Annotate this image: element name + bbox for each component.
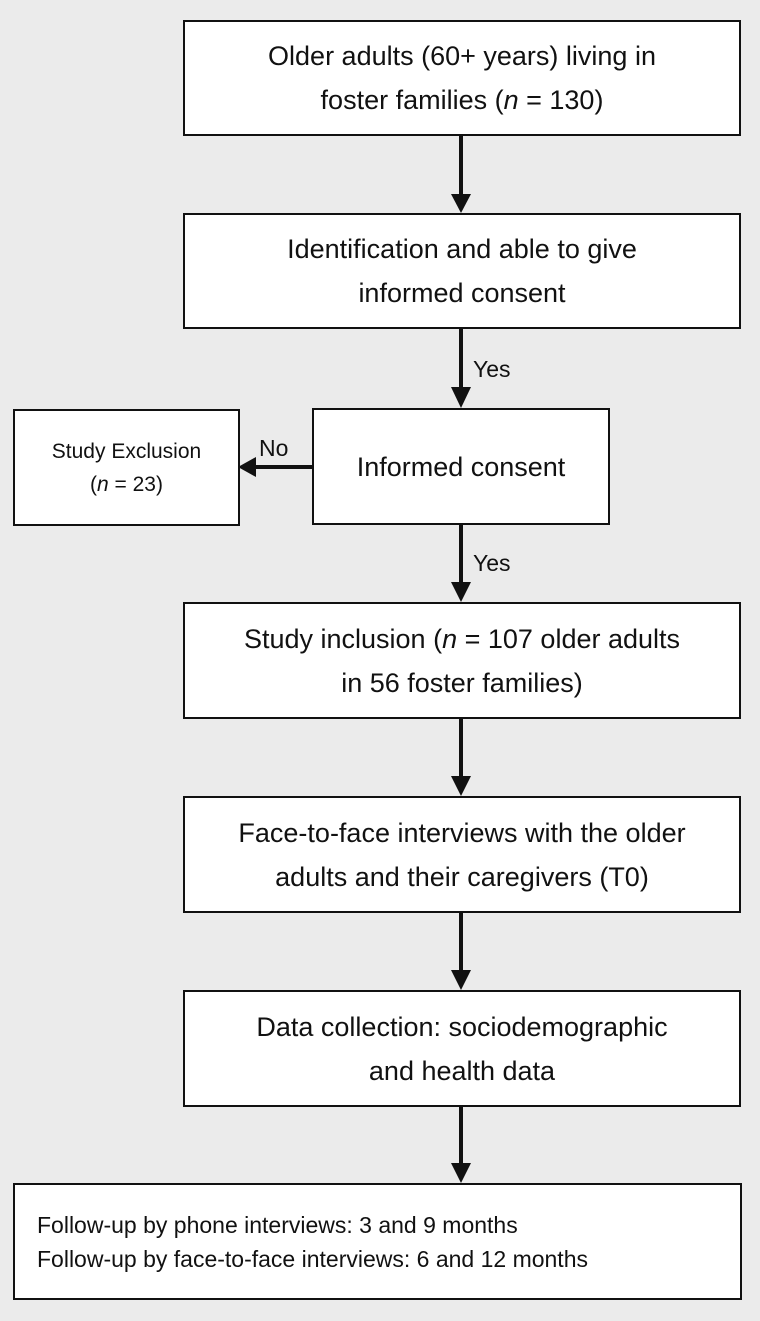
box-study-exclusion: Study Exclusion (n = 23)	[13, 409, 240, 526]
arrowhead-1	[451, 194, 471, 213]
box-follow-up: Follow-up by phone interviews: 3 and 9 m…	[13, 1183, 742, 1300]
exclusion-line-2: (n = 23)	[90, 468, 163, 501]
identification-line-2: informed consent	[358, 278, 566, 308]
exclusion-count: = 23)	[108, 472, 163, 496]
edge-label-no: No	[259, 435, 289, 461]
inclusion-line-1: Study inclusion (n = 107 older adults	[244, 617, 680, 661]
identification-line-1: Identification and able to give	[287, 234, 637, 264]
box-identification: Identification and able to give informed…	[183, 213, 741, 329]
interviews-line-2: adults and their caregivers (T0)	[275, 861, 649, 892]
arrowhead-4	[451, 582, 471, 602]
box-face-to-face-interviews: Face-to-face interviews with the older a…	[183, 796, 741, 913]
population-n: n	[503, 85, 519, 115]
arrowhead-3	[238, 457, 256, 477]
edge-label-yes-1: Yes	[473, 356, 511, 382]
box-study-inclusion: Study inclusion (n = 107 older adults in…	[183, 602, 741, 719]
data-collection-line-1: Data collection: sociodemographic	[256, 1011, 668, 1042]
inclusion-count: = 107 older adults	[457, 623, 681, 654]
arrowhead-7	[451, 1163, 471, 1183]
consent-label: Informed consent	[356, 451, 566, 482]
arrowhead-6	[451, 970, 471, 990]
population-line-2a: foster families (	[320, 85, 504, 115]
followup-line-2: Follow-up by face-to-face interviews: 6 …	[37, 1245, 588, 1272]
interviews-line-1: Face-to-face interviews with the older	[238, 817, 686, 848]
inclusion-line-2: in 56 foster families)	[341, 667, 583, 698]
box-informed-consent: Informed consent	[312, 408, 610, 525]
population-count: = 130)	[518, 85, 604, 115]
exclusion-open-paren: (	[90, 472, 97, 496]
inclusion-open: Study inclusion (	[243, 623, 443, 654]
edge-label-yes-2: Yes	[473, 550, 511, 576]
followup-line-1: Follow-up by phone interviews: 3 and 9 m…	[37, 1211, 518, 1238]
population-line-2: foster families (n = 130)	[321, 78, 604, 122]
arrowhead-5	[451, 776, 471, 796]
population-line-1: Older adults (60+ years) living in	[268, 41, 656, 71]
data-collection-line-2: and health data	[368, 1055, 556, 1086]
arrowhead-2	[451, 387, 471, 408]
inclusion-n: n	[442, 623, 458, 654]
box-data-collection: Data collection: sociodemographic and he…	[183, 990, 741, 1107]
box-population: Older adults (60+ years) living in foste…	[183, 20, 741, 136]
exclusion-line-1: Study Exclusion	[51, 439, 202, 463]
exclusion-n: n	[97, 472, 109, 496]
